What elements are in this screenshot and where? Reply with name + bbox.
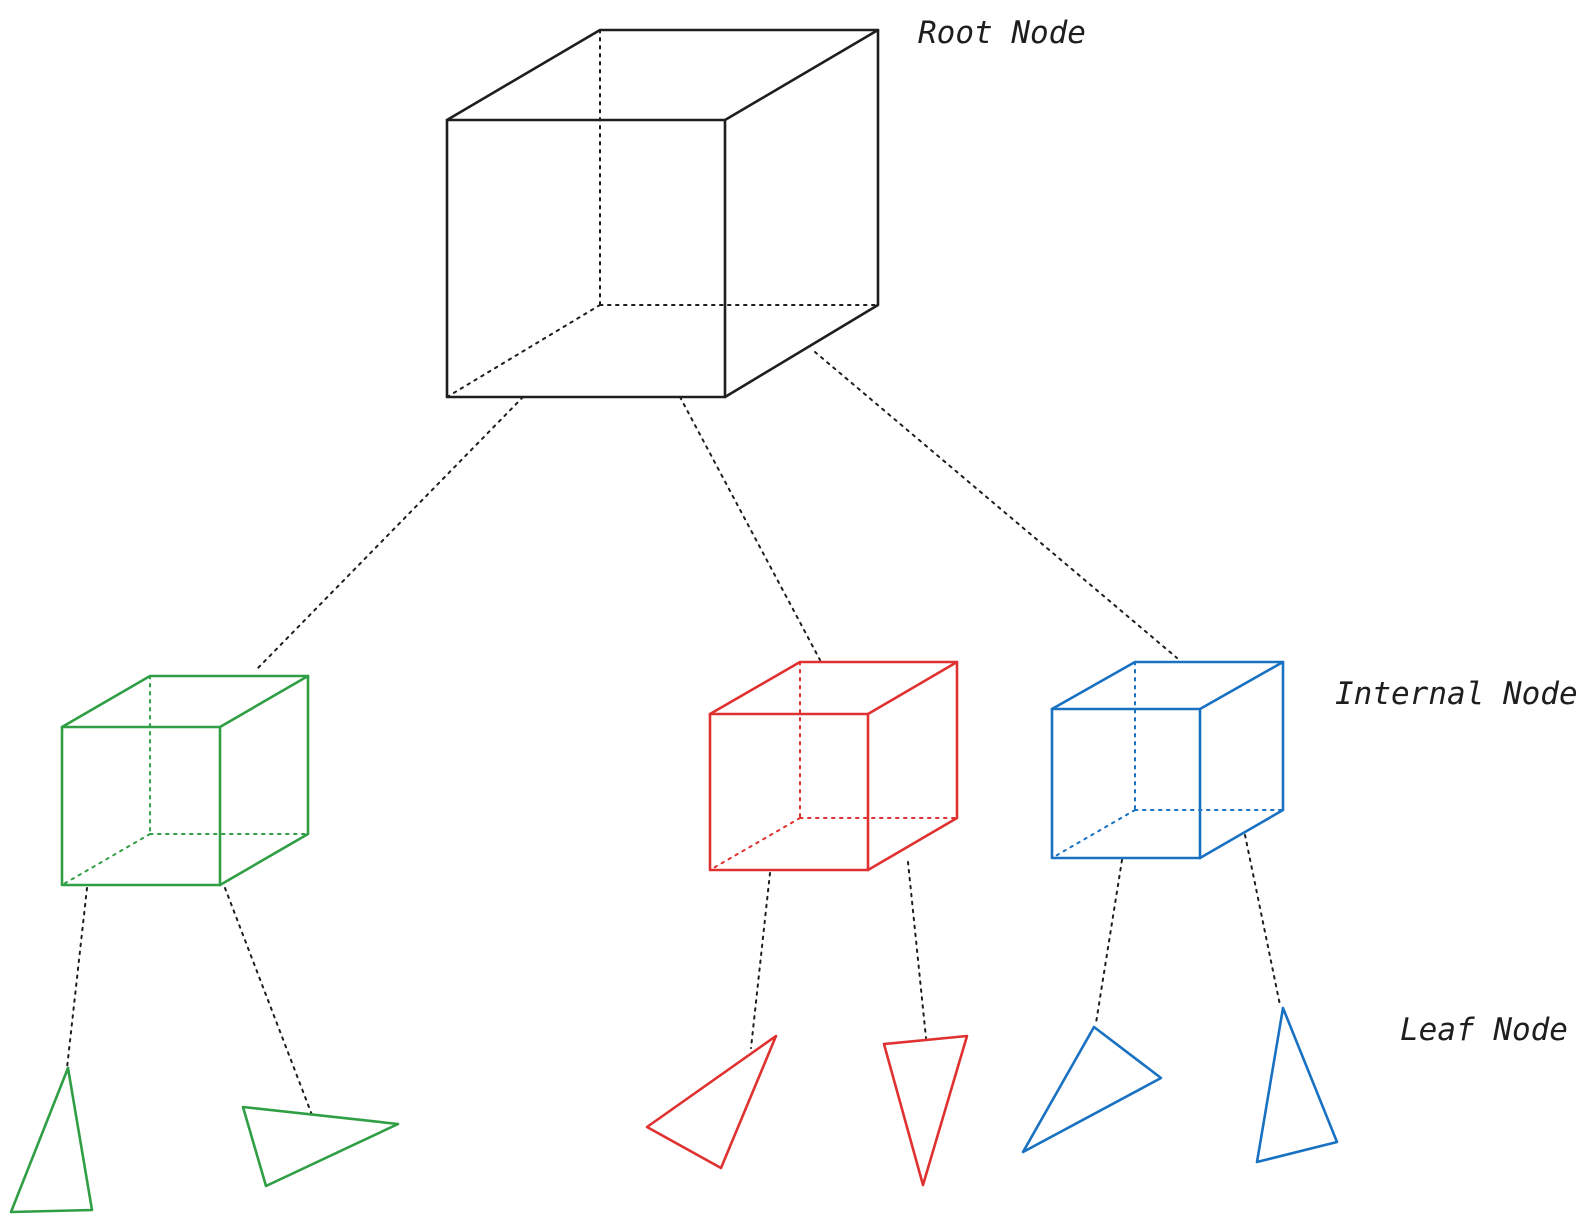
leaf-node-green-2 [241,1105,400,1188]
internal-node-red [708,660,959,872]
leaf-node-blue-2 [1255,1006,1339,1164]
leaf-node-blue-1 [1021,1025,1163,1154]
leaf-node-label: Leaf Node [1400,1012,1568,1048]
leaf-node-red-2 [882,1034,969,1187]
leaf-node-green-1 [9,1066,94,1214]
root-node-cube [445,28,880,399]
root-node-label: Root Node [918,15,1086,51]
leaf-node-red-1 [645,1034,778,1170]
leaf-connectors [66,834,1281,1116]
internal-node-blue [1050,660,1285,860]
internal-node-green [60,674,310,887]
root-connectors [257,351,1178,669]
internal-node-label: Internal Node [1335,676,1578,712]
